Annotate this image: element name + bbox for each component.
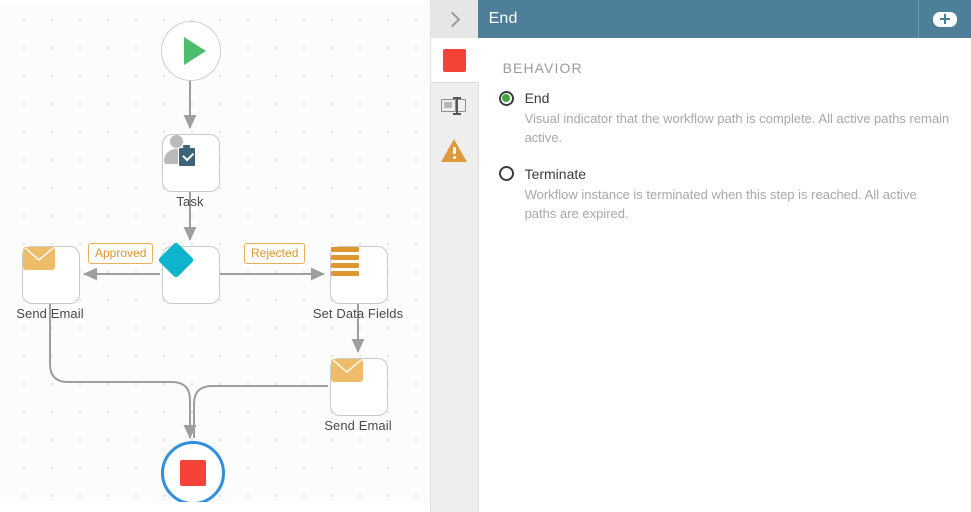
properties-panel: End <box>430 0 971 512</box>
rename-label-icon <box>441 96 467 115</box>
behavior-section-heading: BEHAVIOR <box>502 60 583 76</box>
data-bars-icon <box>331 247 359 276</box>
panel-body: BEHAVIOR End Visual indicator that the w… <box>430 38 971 512</box>
start-node-shape <box>161 21 221 81</box>
radio-terminate-indicator[interactable] <box>498 166 514 182</box>
tab-general[interactable] <box>430 38 479 83</box>
user-task-icon <box>163 135 197 167</box>
panel-title: End <box>488 10 518 27</box>
task-node[interactable] <box>162 134 220 192</box>
start-node[interactable] <box>161 21 221 81</box>
decision-node-shape <box>157 241 220 304</box>
stop-square-icon <box>442 48 466 72</box>
radio-end-label: End <box>524 90 550 106</box>
task-node-label: Task <box>176 194 204 209</box>
end-node-shape-selected <box>161 441 225 505</box>
tab-rename[interactable] <box>431 83 478 128</box>
decision-node[interactable] <box>157 241 220 304</box>
edge-label-approved[interactable]: Approved <box>88 243 154 264</box>
radio-option-end[interactable]: End <box>498 90 951 106</box>
panel-tabstrip <box>430 38 479 512</box>
warning-triangle-icon <box>441 139 468 162</box>
radio-terminate-description: Workflow instance is terminated when thi… <box>524 186 917 221</box>
set-data-fields-node-label: Set Data Fields <box>312 306 404 321</box>
add-icon[interactable] <box>933 11 957 27</box>
send-email-node-rejected-label: Send Email <box>324 418 392 433</box>
edge-label-rejected[interactable]: Rejected <box>244 243 306 264</box>
radio-option-terminate[interactable]: Terminate <box>498 165 951 182</box>
stop-square-icon <box>180 460 206 486</box>
panel-content: BEHAVIOR End Visual indicator that the w… <box>478 38 971 512</box>
radio-end-description: Visual indicator that the workflow path … <box>524 111 950 145</box>
send-email-node-approved[interactable] <box>22 246 80 304</box>
send-email-node-approved-label: Send Email <box>16 306 84 321</box>
envelope-icon <box>23 247 55 270</box>
task-node-shape <box>162 134 220 192</box>
tab-warnings[interactable] <box>431 128 478 173</box>
play-icon <box>183 37 206 65</box>
envelope-icon <box>331 359 363 382</box>
panel-header-actions <box>918 0 971 38</box>
send-email-node-shape <box>330 358 388 416</box>
panel-header: End <box>430 0 971 38</box>
workflow-canvas[interactable]: Task Send Email Set Data Fields <box>0 0 431 512</box>
diamond-icon <box>157 241 195 279</box>
send-email-node-shape <box>22 246 80 304</box>
collapse-panel-button[interactable] <box>430 0 478 38</box>
send-email-node-rejected[interactable] <box>330 358 388 416</box>
radio-end-indicator[interactable] <box>498 90 514 106</box>
set-data-fields-node-shape <box>330 246 388 304</box>
radio-terminate-label: Terminate <box>524 165 587 182</box>
end-node[interactable] <box>161 441 225 505</box>
set-data-fields-node[interactable] <box>330 246 388 304</box>
chevron-right-icon <box>444 11 461 27</box>
workflow-edges <box>49 80 365 439</box>
